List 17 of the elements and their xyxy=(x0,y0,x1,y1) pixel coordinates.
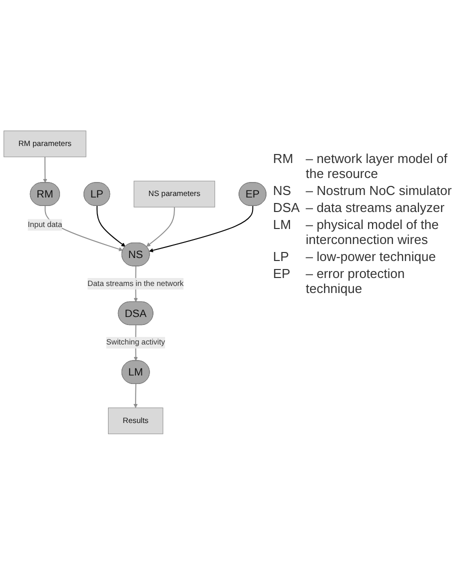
abbreviation: LP xyxy=(272,248,290,265)
arrow xyxy=(96,206,126,247)
arrow xyxy=(146,206,175,247)
arrow xyxy=(134,384,138,408)
definition: – low-power technique xyxy=(304,248,437,265)
abbreviation: RM xyxy=(272,150,294,168)
abbreviation: NS xyxy=(272,182,292,199)
arrow xyxy=(42,156,48,184)
arrow xyxy=(149,206,254,252)
definition: – Nostrum NoC simulator xyxy=(304,182,453,199)
abbreviation: EP xyxy=(272,265,292,283)
definition: – network layer model of the resource xyxy=(304,150,448,182)
definition: – data streams analyzer xyxy=(304,199,446,216)
abbreviation: LM xyxy=(272,216,292,234)
definition: – error protection technique xyxy=(304,265,406,297)
abbreviation: DSA xyxy=(272,199,301,216)
definition: – physical model of the interconnection wires xyxy=(304,216,440,248)
